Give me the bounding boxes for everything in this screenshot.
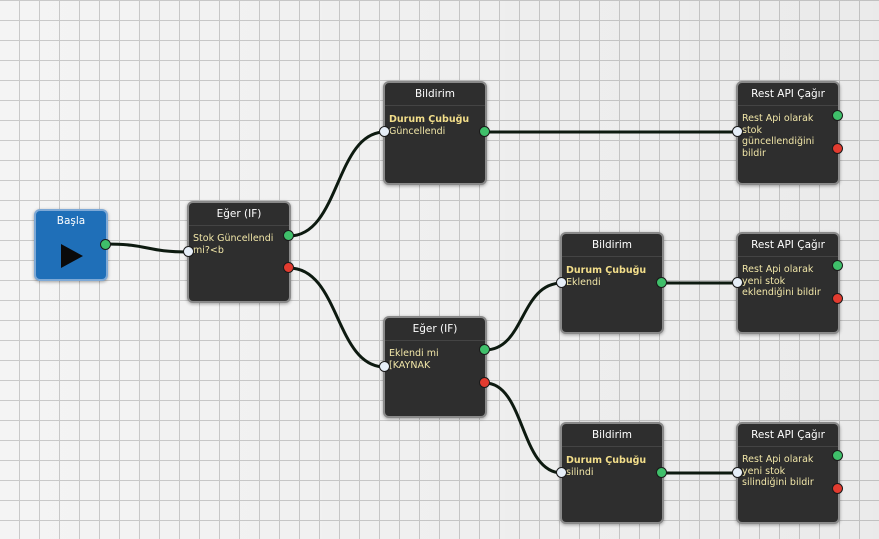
notify3-input-port[interactable] [556,467,567,478]
rest2-success-port[interactable] [832,260,843,271]
notify3-output-port[interactable] [656,467,667,478]
notify-node-updated[interactable]: Bildirim Durum Çubuğu Güncellendi [383,81,487,185]
if2-true-port[interactable] [479,344,490,355]
rest2-error-port[interactable] [832,293,843,304]
wire-if1-false-to-if2[interactable] [288,266,386,369]
rest-description: bildir [742,147,766,159]
rest-api-node-added[interactable]: Rest API Çağır Rest Api olarak yeni stok… [736,232,840,334]
condition-text: [KAYNAK [389,359,431,371]
wire-if2-false-to-notify3[interactable] [484,381,563,475]
notify-message: silindi [566,466,594,478]
wire-start-to-if1[interactable] [105,242,190,254]
wire-if2-true-to-notify2[interactable] [484,281,563,352]
rest3-input-port[interactable] [732,467,743,478]
rest-description: güncellendiğini [742,136,815,147]
rest3-error-port[interactable] [832,483,843,494]
wire-if1-true-to-notify1[interactable] [288,130,386,238]
rest1-input-port[interactable] [732,126,743,137]
notify-node-title: Bildirim [562,424,662,447]
notify2-output-port[interactable] [656,277,667,288]
rest1-error-port[interactable] [832,143,843,154]
if-node-stock-updated[interactable]: Eğer (IF) Stok Güncellendi mi?<b [187,201,291,303]
notify-message: Eklendi [566,276,601,288]
notify-message: Güncellendi [389,125,446,137]
if1-true-port[interactable] [283,230,294,241]
rest-description: yeni stok [742,465,786,477]
if-node-title: Eğer (IF) [385,318,485,341]
notify1-input-port[interactable] [379,126,390,137]
rest2-input-port[interactable] [732,277,743,288]
rest-description: Rest Api olarak [742,454,814,465]
rest-node-title: Rest API Çağır [738,234,838,257]
condition-text: Eklendi mi [389,348,439,359]
if-node-added[interactable]: Eğer (IF) Eklendi mi [KAYNAK [383,316,487,418]
rest-description: silindiğini bildir [742,477,814,488]
rest-description: Rest Api olarak [742,264,814,275]
notify-node-added[interactable]: Bildirim Durum Çubuğu Eklendi [560,232,664,334]
notify2-input-port[interactable] [556,277,567,288]
notify1-output-port[interactable] [479,126,490,137]
if2-false-port[interactable] [479,377,490,388]
if1-input-port[interactable] [183,246,194,257]
rest-node-title: Rest API Çağır [738,83,838,106]
rest-node-title: Rest API Çağır [738,424,838,447]
notify-node-title: Bildirim [385,83,485,106]
start-node-title: Başla [56,215,86,227]
rest-api-node-deleted[interactable]: Rest API Çağır Rest Api olarak yeni stok… [736,422,840,524]
rest-description: Rest Api olarak [742,113,814,124]
condition-text: mi?<b [193,244,224,256]
start-output-port[interactable] [100,239,111,250]
rest-api-node-updated[interactable]: Rest API Çağır Rest Api olarak stok günc… [736,81,840,185]
notify-target: Durum Çubuğu [566,455,647,466]
condition-text: Stok Güncellendi [193,233,274,244]
rest-description: yeni stok [742,275,786,287]
notify-target: Durum Çubuğu [389,114,470,125]
rest3-success-port[interactable] [832,450,843,461]
play-icon[interactable] [61,244,83,268]
rest1-success-port[interactable] [832,110,843,121]
notify-target: Durum Çubuğu [566,265,647,276]
if-node-title: Eğer (IF) [189,203,289,226]
start-node[interactable]: Başla [34,209,108,281]
notify-node-deleted[interactable]: Bildirim Durum Çubuğu silindi [560,422,664,524]
notify-node-title: Bildirim [562,234,662,257]
if1-false-port[interactable] [283,262,294,273]
if2-input-port[interactable] [379,361,390,372]
rest-description: stok [742,124,762,136]
rest-description: eklendiğini bildir [742,287,821,298]
